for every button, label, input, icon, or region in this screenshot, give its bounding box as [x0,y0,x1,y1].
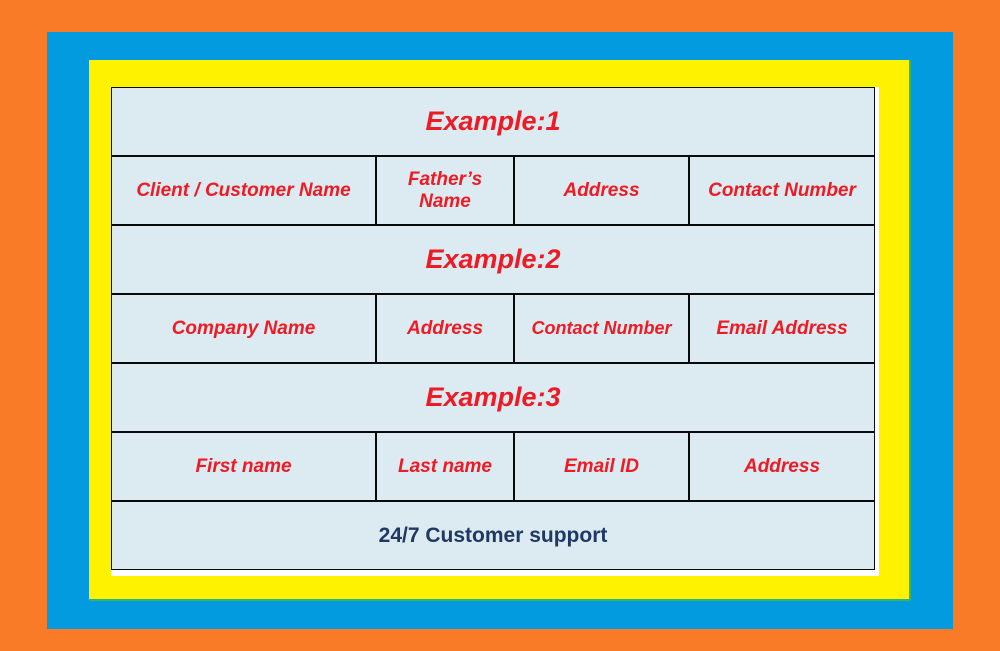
header-cell-address: Address [376,294,514,363]
table-row: Example:2 [111,225,876,294]
example-1-banner-cell: Example:1 [111,87,876,156]
middle-blue-frame: Example:1 Client / Customer Name Father’… [47,32,953,629]
header-label: Father’s Name [407,169,483,212]
table-row: Example:1 [111,87,876,156]
example-1-banner-label: Example:1 [425,106,561,137]
table-row: 24/7 Customer support [111,501,876,570]
table-row: Company Name Address Contact Number Emai… [111,294,876,363]
example-3-banner-cell: Example:3 [111,363,876,432]
customer-support-label: 24/7 Customer support [378,523,608,547]
header-cell-fathers-name: Father’s Name [376,156,514,225]
example-3-banner-label: Example:3 [425,382,561,413]
header-cell-address: Address [689,432,876,501]
header-cell-address: Address [514,156,689,225]
table-white-backing: Example:1 Client / Customer Name Father’… [111,87,879,576]
header-cell-contact-number: Contact Number [514,294,689,363]
inner-yellow-frame: Example:1 Client / Customer Name Father’… [89,60,911,601]
header-label: Last name [398,455,492,477]
header-cell-last-name: Last name [376,432,514,501]
header-cell-first-name: First name [111,432,376,501]
example-2-banner-cell: Example:2 [111,225,876,294]
header-label: Address [406,317,484,339]
header-label: Email ID [564,455,639,477]
header-label: Contact Number [531,318,672,339]
customer-support-cell: 24/7 Customer support [111,501,876,570]
example-2-banner-label: Example:2 [425,244,561,275]
table-row: First name Last name Email ID Address [111,432,876,501]
examples-table: Example:1 Client / Customer Name Father’… [111,87,876,570]
header-label: Address [743,455,821,477]
header-label: Client / Customer Name [136,179,351,201]
header-cell-client-customer-name: Client / Customer Name [111,156,376,225]
header-label: Email Address [716,317,848,339]
header-label: Company Name [171,317,316,339]
header-label: First name [195,455,292,477]
table-row: Client / Customer Name Father’s Name Add… [111,156,876,225]
header-cell-company-name: Company Name [111,294,376,363]
table-row: Example:3 [111,363,876,432]
header-cell-email-address: Email Address [689,294,876,363]
header-cell-email-id: Email ID [514,432,689,501]
header-label: Contact Number [708,179,856,201]
header-cell-contact-number: Contact Number [689,156,876,225]
header-label: Address [563,179,640,201]
